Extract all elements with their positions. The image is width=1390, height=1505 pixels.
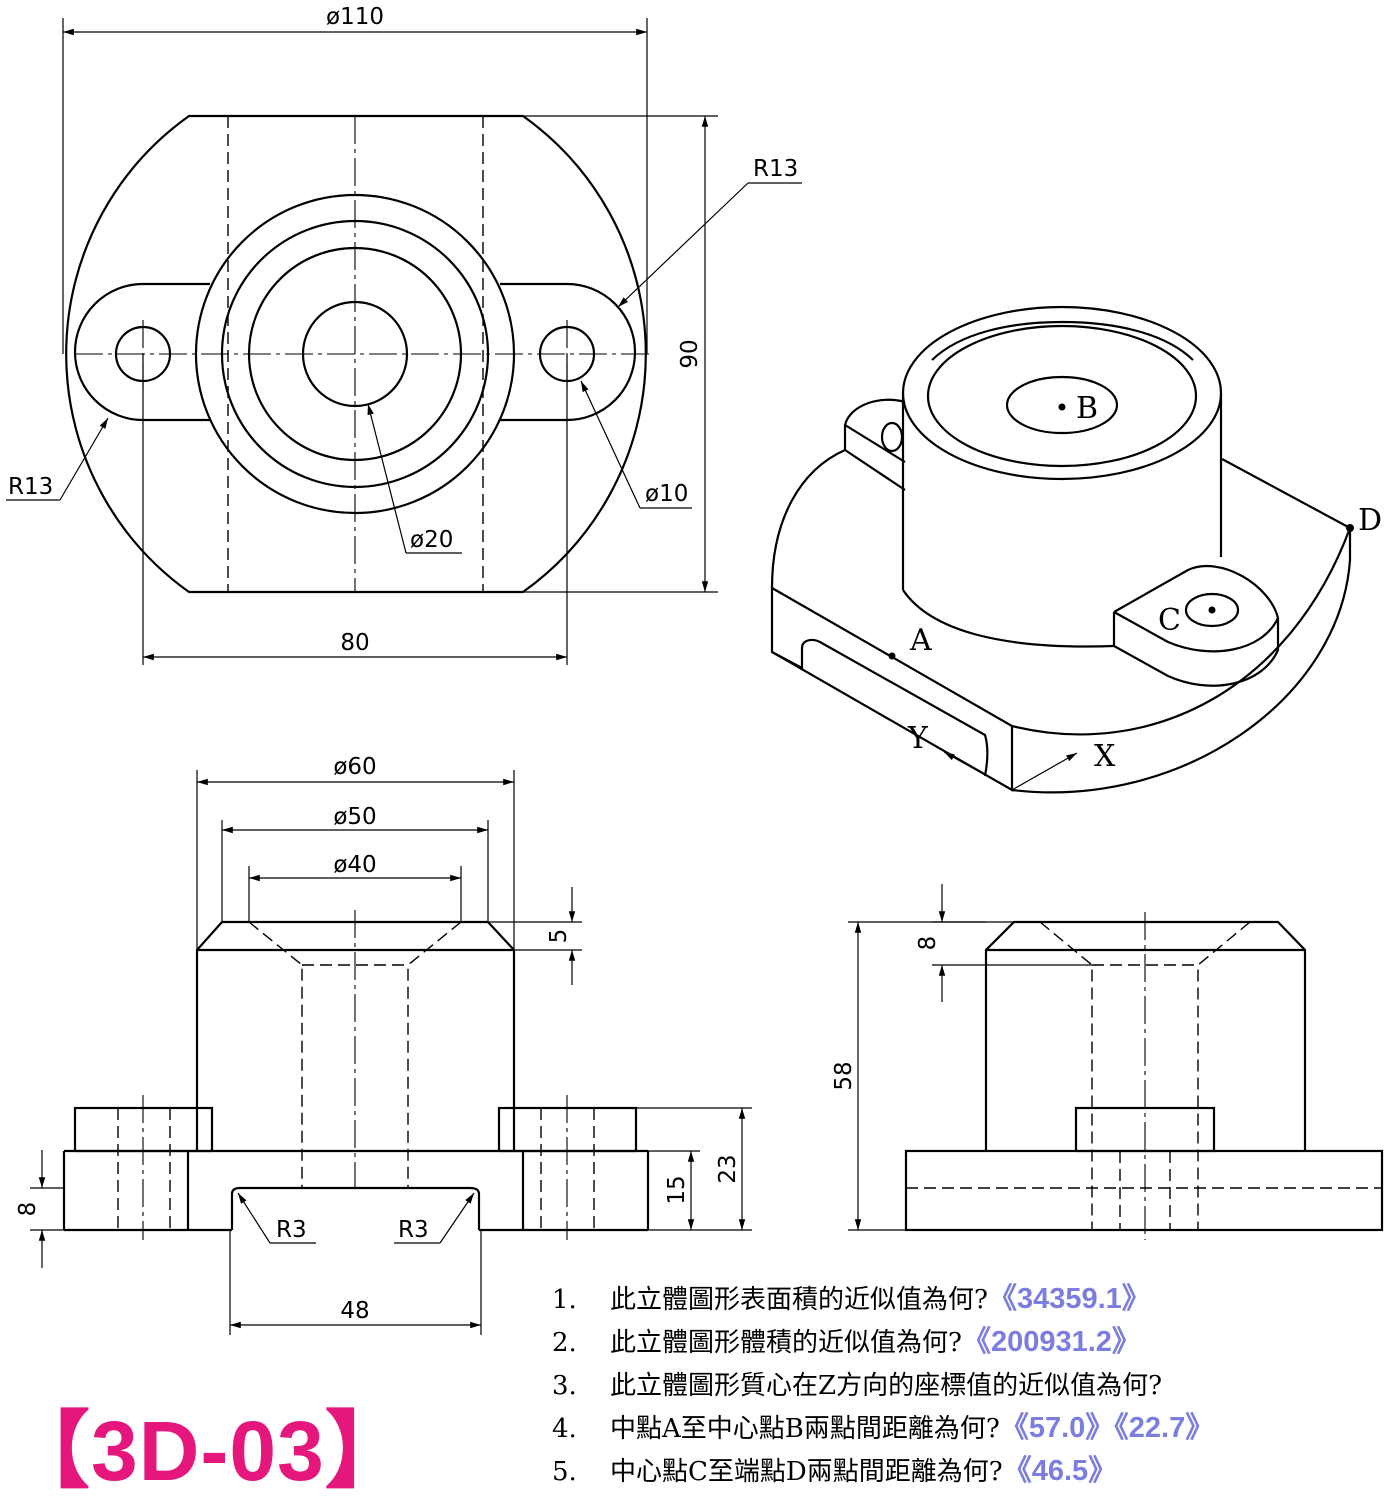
dim-lug-height: 15 <box>664 1175 690 1204</box>
dim-bore: ø20 <box>410 527 453 553</box>
question-item: 3. 此立體圖形質心在Z方向的座標值的近似值為何? <box>552 1364 1214 1407</box>
question-text: 中心點C至端點D兩點間距離為何? <box>610 1457 1003 1487</box>
point-d-label: D <box>1358 503 1382 538</box>
question-number: 5. <box>552 1457 577 1487</box>
point-b-label: B <box>1076 391 1098 426</box>
dim-fillet-lower-left: R13 <box>8 474 53 500</box>
point-a-label: A <box>909 623 932 658</box>
question-answer: 《46.5》 <box>1002 1455 1118 1487</box>
dim-slot-width: 48 <box>340 1298 369 1324</box>
dim-total-height: 58 <box>831 1061 857 1090</box>
question-number: 3. <box>552 1371 577 1401</box>
question-text: 此立體圖形體積的近似值為何? <box>610 1328 962 1358</box>
y-axis-label: Y <box>907 721 929 756</box>
front-view: ø60 ø50 ø40 5 8 15 23 48 <box>15 754 752 1335</box>
question-text: 此立體圖形質心在Z方向的座標值的近似值為何? <box>610 1371 1163 1401</box>
dim-overall-diameter: ø110 <box>326 4 384 30</box>
top-view: ø110 90 80 R13 R13 ø20 ø10 <box>6 4 802 665</box>
drawing-title: 【3D-03】 <box>6 1404 410 1498</box>
question-text: 此立體圖形表面積的近似值為何? <box>610 1285 988 1315</box>
question-number: 2. <box>552 1328 577 1358</box>
side-view: 8 58 <box>831 884 1384 1240</box>
dim-chamfer: 5 <box>546 929 572 944</box>
dim-bore-top: ø40 <box>333 852 376 878</box>
dim-height: 90 <box>677 339 703 368</box>
question-item: 4. 中點A至中心點B兩點間距離為何?《57.0》《22.7》 <box>552 1407 1214 1450</box>
dim-hole-spacing: 80 <box>340 630 369 656</box>
question-item: 2. 此立體圖形體積的近似值為何?《200931.2》 <box>552 1321 1214 1364</box>
dim-fillet-left: R3 <box>276 1217 307 1243</box>
question-item: 1. 此立體圖形表面積的近似值為何?《34359.1》 <box>552 1278 1214 1321</box>
dim-bolt-hole: ø10 <box>645 481 688 507</box>
dim-lug-top: 23 <box>715 1154 741 1183</box>
iso-view: A B C D X Y <box>770 305 1382 794</box>
dim-outer: ø60 <box>333 754 376 780</box>
question-number: 1. <box>552 1285 577 1315</box>
dim-base-thickness: 8 <box>15 1202 41 1217</box>
question-answer: 《34359.1》 <box>987 1283 1151 1315</box>
question-answer: 《200931.2》 <box>961 1326 1141 1358</box>
dim-counterbore: ø50 <box>333 804 376 830</box>
question-answer: 《57.0》《22.7》 <box>999 1412 1215 1444</box>
dim-side-depth: 8 <box>915 936 941 951</box>
point-c-label: C <box>1158 603 1181 638</box>
question-item: 5. 中心點C至端點D兩點間距離為何?《46.5》 <box>552 1450 1214 1493</box>
x-axis-label: X <box>1094 739 1116 774</box>
question-number: 4. <box>552 1414 577 1444</box>
question-list: 1. 此立體圖形表面積的近似值為何?《34359.1》 2. 此立體圖形體積的近似值… <box>552 1278 1214 1493</box>
dim-fillet-right: R3 <box>398 1217 429 1243</box>
dim-fillet-upper-right: R13 <box>753 156 798 182</box>
question-text: 中點A至中心點B兩點間距離為何? <box>610 1414 1000 1444</box>
